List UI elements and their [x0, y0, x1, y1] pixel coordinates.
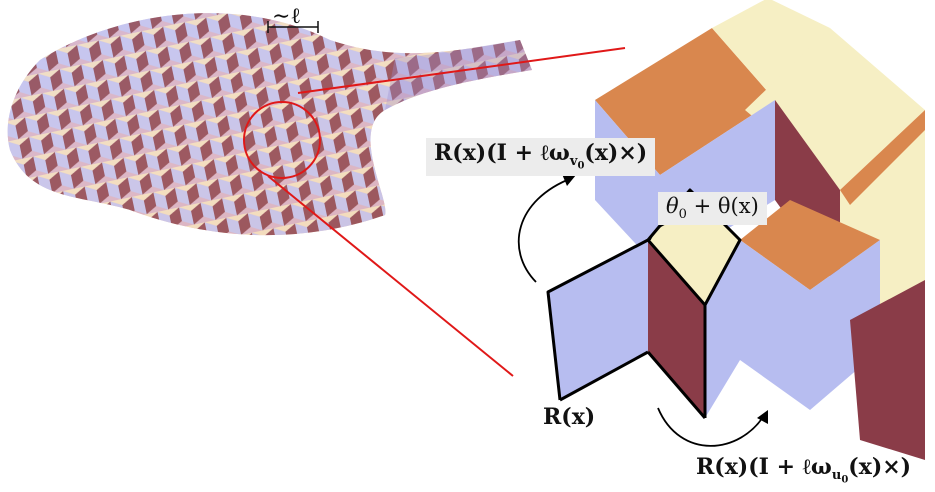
scale-label: ∼ℓ — [272, 4, 301, 29]
zoom-callout — [243, 47, 626, 377]
top-rotation-label: R(x)(I + ℓωv0(x)×) — [426, 138, 656, 176]
rotation-arrows — [517, 174, 768, 447]
top-rotation-sub: v — [569, 154, 578, 170]
bottom-rotation-sub: u — [831, 468, 842, 484]
top-rotation-main: R(x)(I + ℓω — [434, 140, 570, 166]
zoomed-fold — [546, 0, 925, 460]
angle-symbol: θ — [666, 194, 679, 218]
angle-tail: + θ(x) — [686, 194, 759, 218]
curved-sheet — [7, 13, 532, 236]
base-rotation-label: R(x) — [543, 406, 595, 429]
angle-sub: 0 — [678, 207, 687, 223]
base-rotation-text: R(x) — [543, 404, 596, 430]
fold-angle-label: θ0 + θ(x) — [658, 192, 767, 226]
bottom-rotation-tail: (x)×) — [848, 454, 912, 480]
top-rotation-tail: (x)×) — [584, 140, 648, 166]
scale-bar — [267, 21, 319, 33]
bottom-rotation-label: R(x)(I + ℓωu0(x)×) — [696, 456, 911, 486]
top-rotation-subsub: 0 — [577, 160, 585, 172]
bottom-rotation-main: R(x)(I + ℓω — [696, 454, 832, 480]
bottom-rotation-subsub: 0 — [841, 474, 849, 486]
